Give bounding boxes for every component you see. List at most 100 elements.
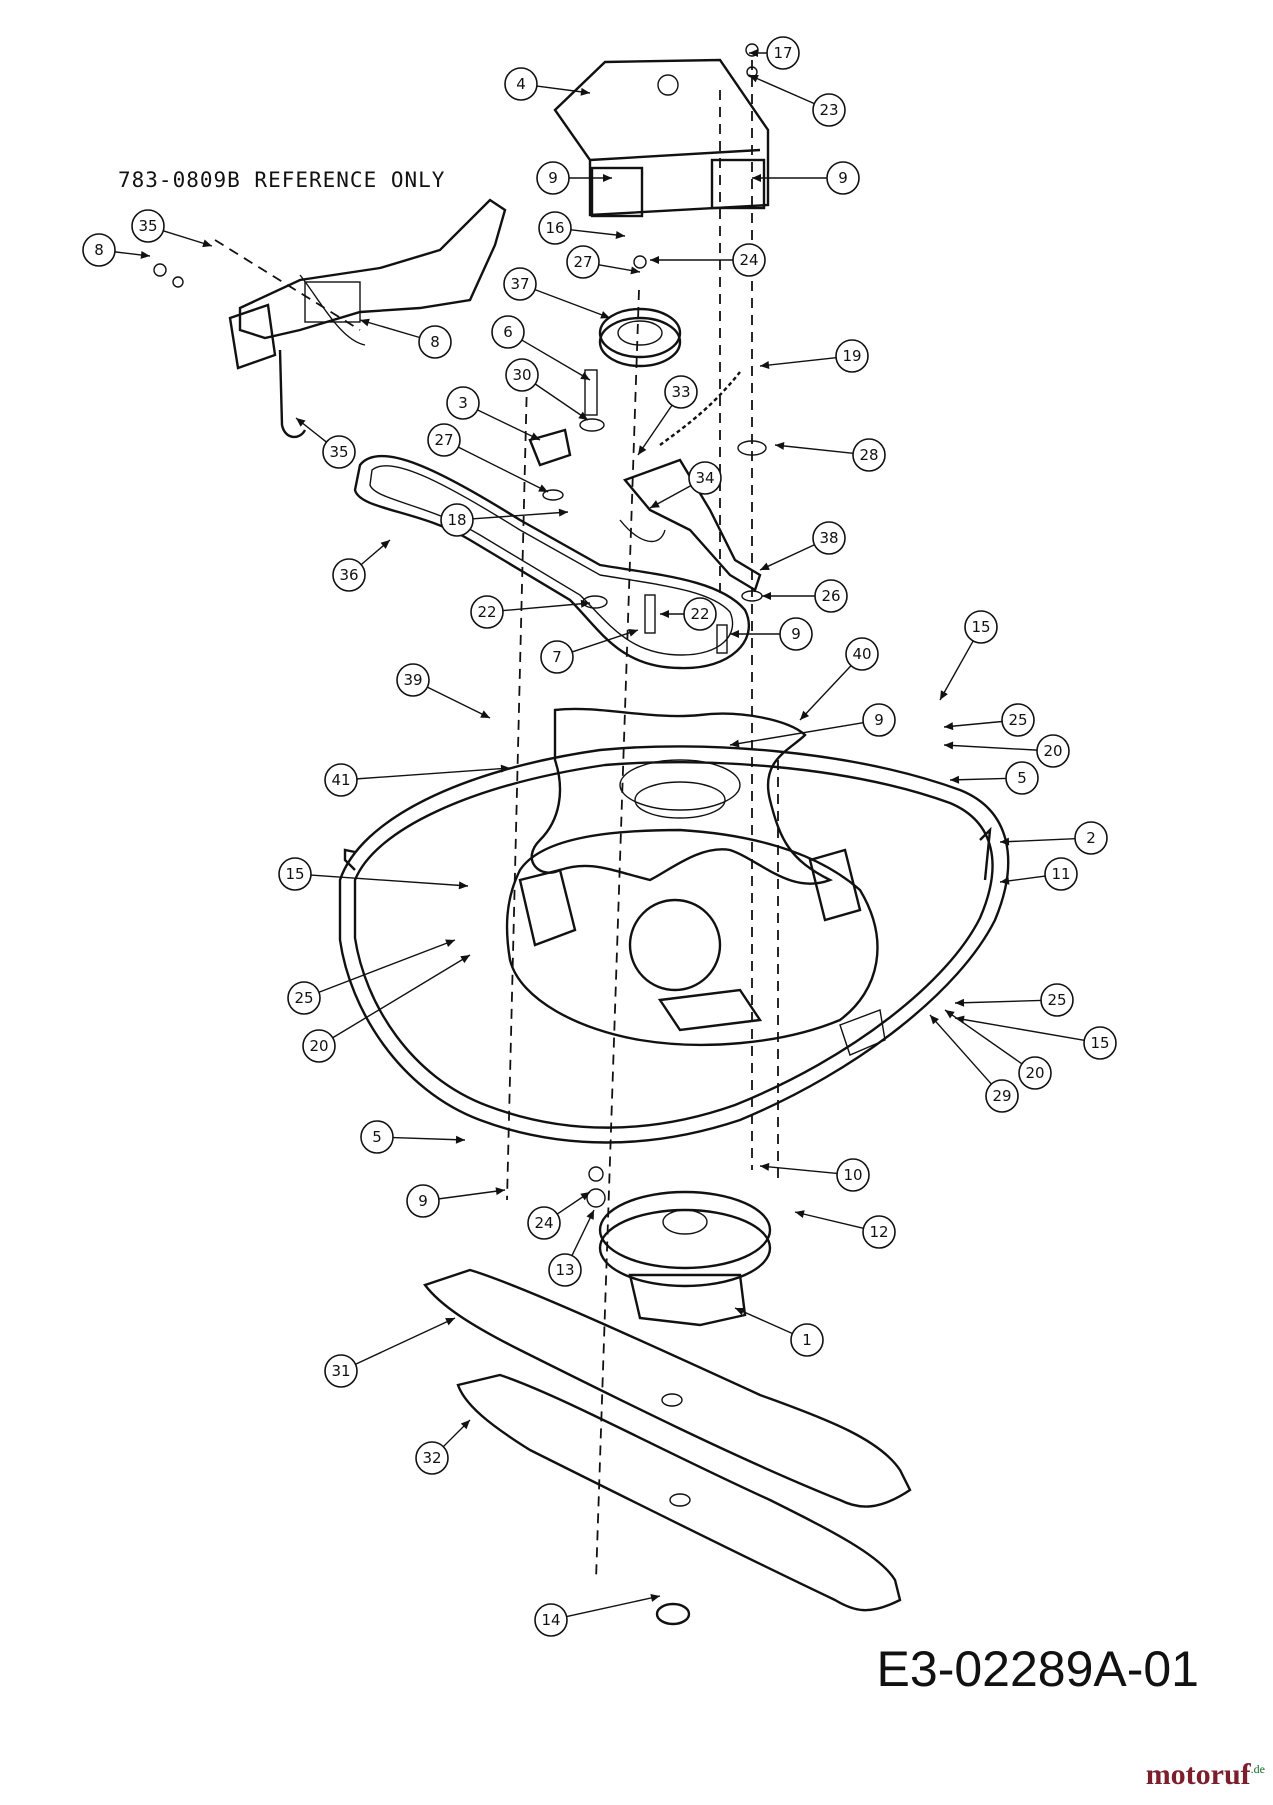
leader-line	[759, 357, 837, 367]
callout-circle	[812, 521, 846, 555]
mounting-plate	[530, 707, 834, 885]
callout-c14: 14	[534, 1594, 661, 1637]
callout-label: 5	[1017, 769, 1027, 787]
callout-label: 9	[838, 169, 848, 187]
callout-label: 27	[573, 253, 592, 271]
leader-line	[929, 1014, 992, 1085]
leader-line	[472, 511, 569, 520]
callout-label: 29	[992, 1087, 1011, 1105]
callout-circle	[324, 1354, 358, 1388]
leader-line	[571, 629, 639, 653]
callout-circle	[985, 1079, 1019, 1113]
callout-label: 23	[819, 101, 838, 119]
callout-c4: 4	[504, 67, 591, 101]
callout-label: 8	[430, 333, 440, 351]
callout-c11: 11	[999, 857, 1078, 891]
callout-circle	[566, 245, 600, 279]
leader-line	[799, 665, 852, 721]
callout-label: 22	[477, 603, 496, 621]
callout-label: 12	[869, 1223, 888, 1241]
leader-line	[759, 544, 815, 571]
leader-line	[534, 288, 611, 319]
callout-c35a: 35	[131, 209, 213, 248]
leader-arrowhead	[460, 1420, 470, 1430]
leader-line	[355, 1317, 456, 1365]
callout-circle	[504, 67, 538, 101]
callout-circle	[862, 1215, 896, 1249]
callout-circle	[536, 161, 570, 195]
leader-arrowhead	[735, 1308, 745, 1316]
callout-label: 35	[138, 217, 157, 235]
pivot-bracket-assembly	[153, 198, 507, 439]
leader-line	[999, 838, 1076, 843]
callout-c22a: 22	[470, 595, 591, 629]
leader-line	[521, 339, 591, 381]
leader-arrowhead	[445, 939, 455, 947]
callout-circle	[852, 438, 886, 472]
callout-circle	[491, 315, 525, 349]
callout-circle	[415, 1441, 449, 1475]
leader-arrowhead	[760, 1162, 770, 1171]
callout-circle	[732, 243, 766, 277]
callout-c33: 33	[637, 375, 698, 456]
callout-label: 27	[434, 431, 453, 449]
callout-label: 26	[821, 587, 840, 605]
mower-deck	[338, 745, 1010, 1144]
callout-c28: 28	[774, 438, 886, 472]
callout-label: 15	[1090, 1034, 1109, 1052]
callout-circle	[324, 763, 358, 797]
callout-circle	[534, 1603, 568, 1637]
callout-c20b: 20	[302, 954, 471, 1063]
callout-circle	[322, 435, 356, 469]
leader-arrowhead	[578, 411, 588, 420]
callout-label: 20	[309, 1037, 328, 1055]
callout-c8b: 8	[359, 318, 452, 359]
leader-arrowhead	[580, 1192, 590, 1201]
callout-circle	[836, 1158, 870, 1192]
callout-label: 9	[791, 625, 801, 643]
leader-arrowhead	[558, 508, 568, 517]
watermark-main: motoruf	[1145, 1758, 1251, 1791]
callout-label: 24	[739, 251, 758, 269]
callout-label: 15	[971, 618, 990, 636]
callout-circle	[440, 503, 474, 537]
callout-c15a: 15	[939, 610, 998, 701]
callout-c7: 7	[540, 629, 639, 674]
callout-c41: 41	[324, 763, 511, 797]
callout-c25c: 25	[954, 983, 1074, 1017]
callout-label: 25	[1047, 991, 1066, 1009]
leader-arrowhead	[749, 74, 759, 83]
callout-c25b: 25	[287, 939, 456, 1015]
leader-line	[939, 640, 974, 701]
leader-arrowhead	[775, 441, 785, 450]
leader-arrowhead	[1000, 837, 1010, 846]
leader-line	[438, 1189, 506, 1200]
leader-arrowhead	[580, 87, 590, 96]
callout-circle	[862, 703, 896, 737]
callout-label: 7	[552, 648, 562, 666]
leader-arrowhead	[296, 418, 306, 427]
callout-circle	[1036, 734, 1070, 768]
callout-label: 25	[294, 989, 313, 1007]
callout-label: 28	[859, 446, 878, 464]
callout-label: 2	[1086, 829, 1096, 847]
callout-c9d: 9	[729, 703, 896, 748]
callout-label: 22	[690, 605, 709, 623]
callout-circle	[835, 339, 869, 373]
callout-label: 13	[555, 1261, 574, 1279]
callout-circle	[278, 857, 312, 891]
callout-label: 4	[516, 75, 526, 93]
leader-arrowhead	[445, 1318, 455, 1326]
callout-circle	[766, 36, 800, 70]
callout-c20c: 20	[944, 1009, 1052, 1090]
callout-label: 36	[339, 566, 358, 584]
callout-c13: 13	[548, 1209, 595, 1287]
callout-c18: 18	[440, 503, 569, 537]
callout-c34: 34	[649, 461, 722, 509]
callout-circle	[131, 209, 165, 243]
callout-c9a: 9	[536, 161, 612, 195]
callout-c15b: 15	[278, 857, 469, 891]
callout-circle	[82, 233, 116, 267]
leader-arrowhead	[600, 311, 610, 319]
callout-label: 9	[548, 169, 558, 187]
